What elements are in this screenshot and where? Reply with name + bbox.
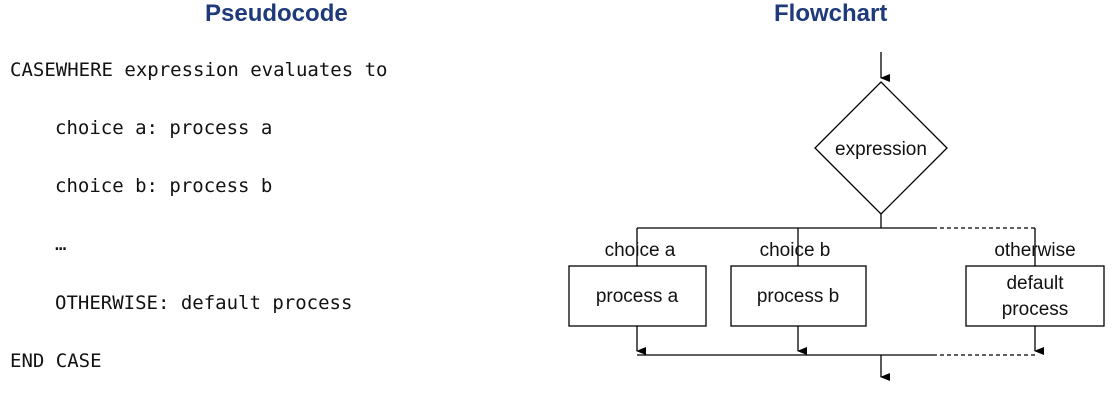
process-b-label: process b <box>757 286 839 307</box>
branch-label-choice-b: choice b <box>760 240 831 261</box>
pseudocode-line-end-case: END CASE <box>10 350 102 372</box>
default-process-label-line1: default <box>1006 273 1064 294</box>
flowchart-heading: Flowchart <box>774 0 888 27</box>
pseudocode-line-otherwise: OTHERWISE: default process <box>55 292 353 314</box>
default-process-label-line2: process <box>1002 299 1069 320</box>
decision-label: expression <box>835 139 927 160</box>
pseudocode-line-casewhere: CASEWHERE expression evaluates to <box>10 59 388 81</box>
process-a-label: process a <box>596 286 679 307</box>
pseudocode-line-choice-a: choice a: process a <box>55 117 273 139</box>
process-b-box <box>730 265 867 327</box>
pseudocode-heading: Pseudocode <box>205 0 348 27</box>
pseudocode-line-choice-b: choice b: process b <box>55 175 273 197</box>
default-process-box <box>965 265 1105 327</box>
branch-label-otherwise: otherwise <box>994 240 1075 261</box>
pseudocode-line-ellipsis: … <box>55 233 67 255</box>
branch-label-choice-a: choice a <box>605 240 676 261</box>
